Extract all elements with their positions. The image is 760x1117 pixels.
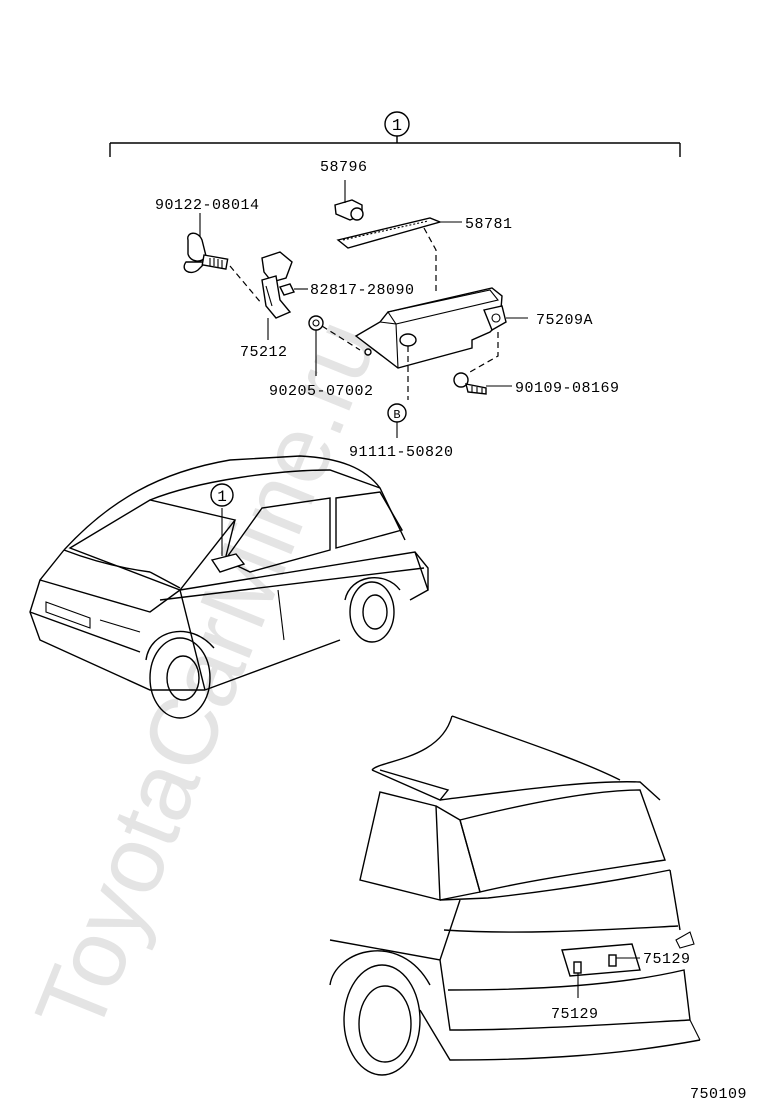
diagram-id: 750109 bbox=[690, 1086, 747, 1103]
part-90205-nut bbox=[308, 315, 324, 376]
van-callout-circle: 1 bbox=[210, 483, 234, 507]
part-90122-wing-bolt bbox=[183, 232, 229, 274]
part-label-58796: 58796 bbox=[320, 159, 368, 176]
assembly-callout-circle: 1 bbox=[384, 111, 410, 137]
watermark-text: ToyotaCarMine.ru bbox=[15, 305, 398, 1048]
part-75209a-bracket bbox=[354, 287, 528, 369]
part-label-91111-50820: 91111-50820 bbox=[349, 444, 454, 461]
part-82817-clip bbox=[279, 283, 308, 296]
part-label-90205-07002: 90205-07002 bbox=[269, 383, 374, 400]
part-label-90109-08169: 90109-08169 bbox=[515, 380, 620, 397]
part-label-75129-bottom: 75129 bbox=[551, 1006, 599, 1023]
part-58796-clip bbox=[334, 180, 364, 221]
part-58781-mat bbox=[336, 217, 462, 249]
part-label-90122-08014: 90122-08014 bbox=[155, 197, 260, 214]
leader-dashed-screw bbox=[469, 332, 499, 373]
part-label-58781: 58781 bbox=[465, 216, 513, 233]
van-front-view bbox=[29, 455, 429, 719]
van-rear-view bbox=[329, 715, 701, 1076]
leader-dashed-mat bbox=[423, 227, 437, 295]
part-label-75129-right: 75129 bbox=[643, 951, 691, 968]
leader-dashed-bolt bbox=[229, 265, 263, 305]
part-label-75212: 75212 bbox=[240, 344, 288, 361]
part-90109-screw bbox=[453, 372, 512, 395]
svg-text:1: 1 bbox=[217, 488, 227, 506]
assembly-bracket bbox=[109, 136, 681, 157]
part-75212-holder bbox=[261, 251, 293, 319]
svg-text:1: 1 bbox=[392, 117, 402, 136]
part-label-75209A: 75209A bbox=[536, 312, 593, 329]
leader-dashed-nut bbox=[321, 325, 361, 351]
part-label-82817-28090: 82817-28090 bbox=[310, 282, 415, 299]
bolt-marker-B: B bbox=[387, 403, 407, 423]
svg-text:B: B bbox=[393, 408, 400, 422]
